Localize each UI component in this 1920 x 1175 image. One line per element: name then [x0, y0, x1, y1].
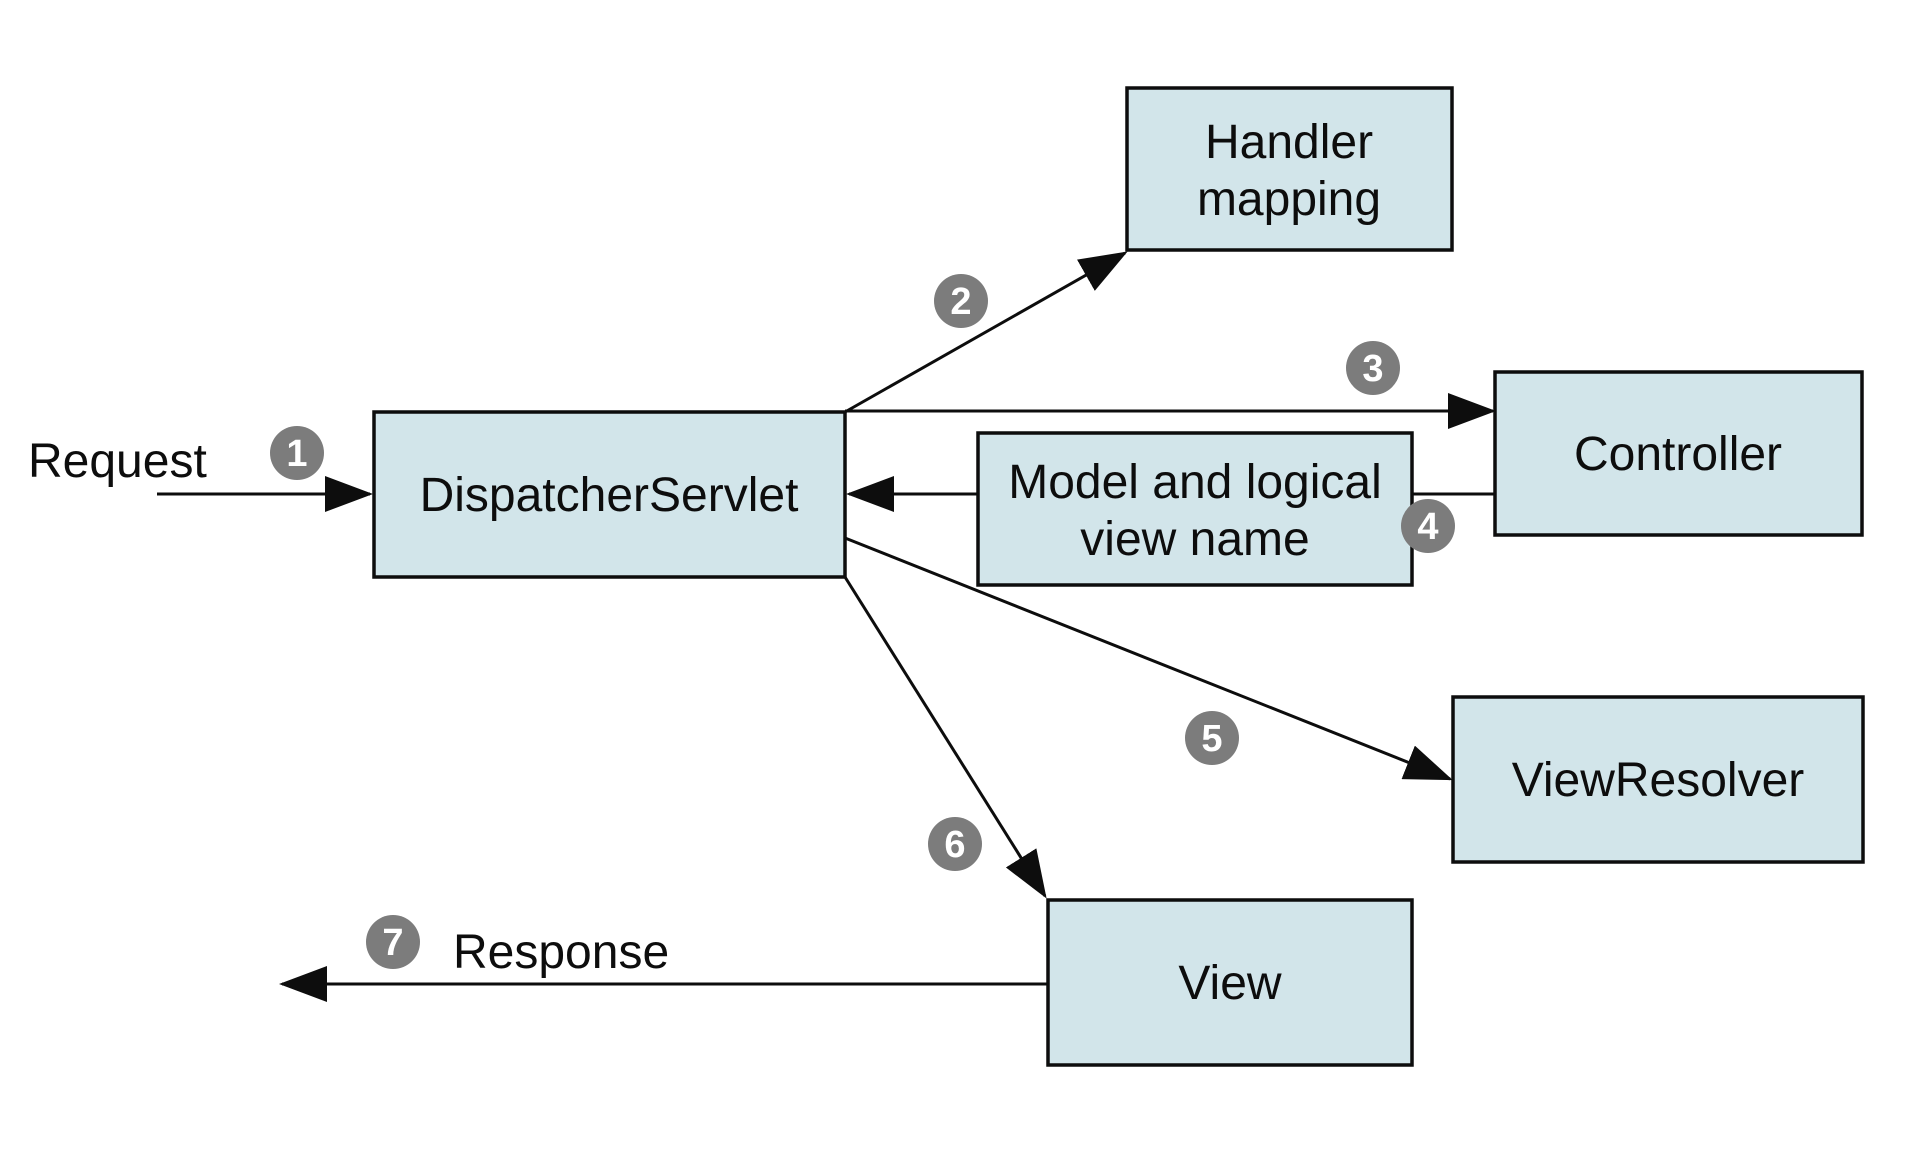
step-badge-2-number: 2: [950, 281, 971, 323]
step-badge-5-number: 5: [1201, 718, 1222, 760]
step-badge-3-circle: [1346, 341, 1400, 395]
step-badge-7-number: 7: [382, 922, 403, 964]
step-badge-3-number: 3: [1362, 348, 1383, 390]
step-badge-4-circle: [1401, 499, 1455, 553]
node-view: View: [1046, 898, 1414, 1067]
node-view-resolver: ViewResolver: [1451, 695, 1865, 864]
step-badge-5-circle: [1185, 711, 1239, 765]
step-badge-1-number: 1: [286, 433, 307, 475]
model-and-view-box: [976, 431, 1414, 587]
controller-box: [1493, 370, 1864, 537]
handler-mapping-box: [1125, 86, 1454, 252]
node-controller: Controller: [1493, 370, 1864, 537]
step-badge-4: 4: [1401, 499, 1455, 553]
handler-mapping-label-line2: mapping: [1197, 173, 1381, 226]
step-badge-7: 7: [366, 915, 420, 969]
handler-mapping-label-line1: Handler: [1205, 116, 1373, 169]
view-label: View: [1178, 957, 1282, 1010]
step-badge-2: 2: [934, 274, 988, 328]
request-label: Request: [28, 435, 207, 488]
step-badge-6-circle: [928, 817, 982, 871]
model-and-view-label-line2: view name: [1080, 513, 1309, 566]
step-badge-3: 3: [1346, 341, 1400, 395]
view-resolver-box: [1451, 695, 1865, 864]
arrow-5-dispatcher-to-viewresolver: [844, 536, 1453, 781]
step-badge-1: 1: [270, 426, 324, 480]
dispatcher-servlet-box: [372, 410, 847, 579]
step-badge-2-circle: [934, 274, 988, 328]
dispatcher-servlet-label: DispatcherServlet: [420, 469, 799, 522]
step-badge-1-circle: [270, 426, 324, 480]
node-model-and-view: Model and logical view name: [976, 431, 1414, 587]
model-and-view-label-line1: Model and logical: [1008, 456, 1382, 509]
step-badge-4-number: 4: [1417, 506, 1438, 548]
view-resolver-label: ViewResolver: [1512, 754, 1805, 807]
controller-label: Controller: [1574, 428, 1782, 481]
step-badge-5: 5: [1185, 711, 1239, 765]
view-box: [1046, 898, 1414, 1067]
step-badge-7-circle: [366, 915, 420, 969]
node-handler-mapping: Handler mapping: [1125, 86, 1454, 252]
arrow-2-dispatcher-to-handler-mapping: [844, 251, 1128, 414]
node-dispatcher-servlet: DispatcherServlet: [372, 410, 847, 579]
response-label: Response: [453, 926, 669, 979]
step-badge-6: 6: [928, 817, 982, 871]
arrow-6-dispatcher-to-view: [843, 576, 1047, 899]
step-badge-6-number: 6: [944, 824, 965, 866]
